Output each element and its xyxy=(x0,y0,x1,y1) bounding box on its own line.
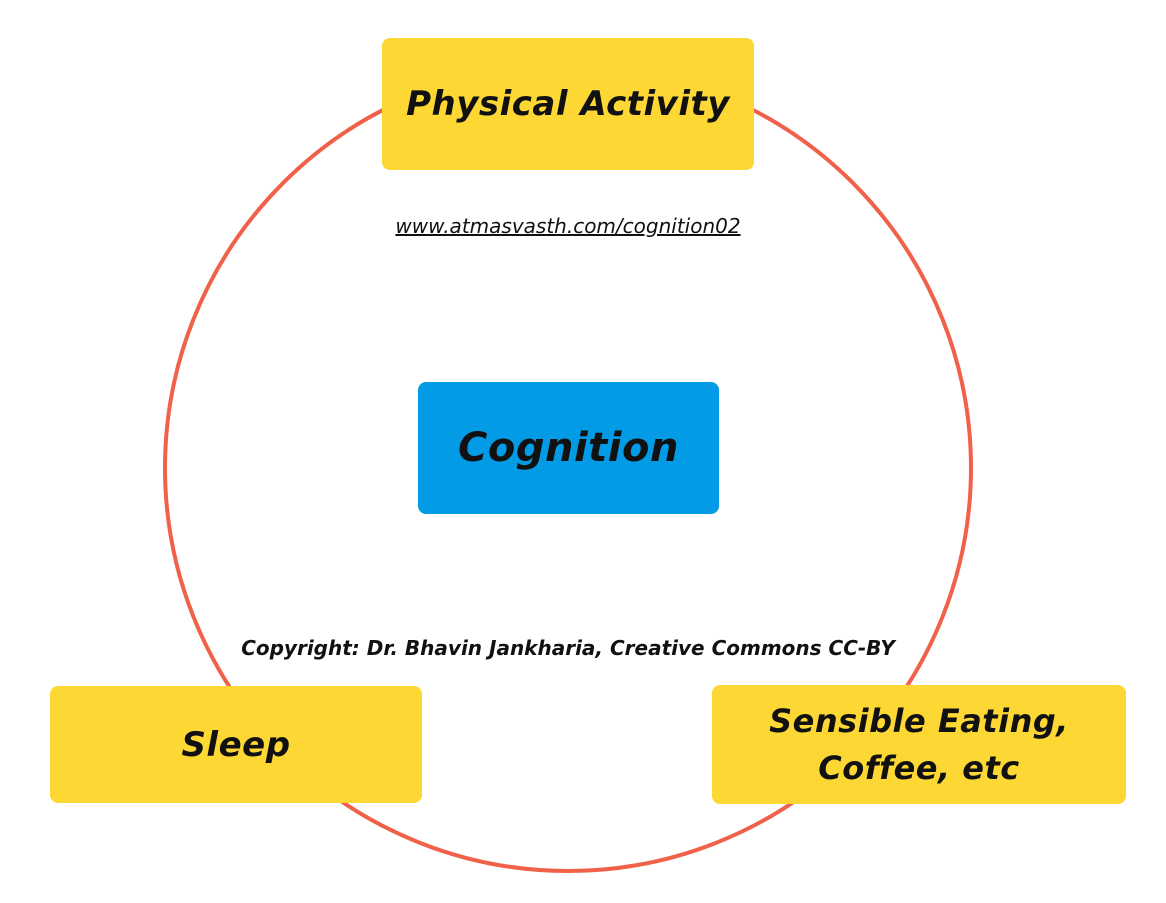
sensible-eating-label-line1: Sensible Eating, xyxy=(769,702,1069,741)
physical-activity-label: Physical Activity xyxy=(406,84,730,124)
sensible-eating-box: Sensible Eating, Coffee, etc xyxy=(712,685,1126,804)
cognition-label: Cognition xyxy=(458,425,679,471)
source-url-link[interactable]: www.atmasvasth.com/cognition02 xyxy=(395,214,741,238)
sleep-label: Sleep xyxy=(181,724,291,765)
cognition-box: Cognition xyxy=(418,382,719,514)
physical-activity-box: Physical Activity xyxy=(382,38,754,170)
sleep-box: Sleep xyxy=(50,686,422,803)
copyright-notice: Copyright: Dr. Bhavin Jankharia, Creativ… xyxy=(241,636,895,660)
sensible-eating-label-line2: Coffee, etc xyxy=(818,748,1020,787)
